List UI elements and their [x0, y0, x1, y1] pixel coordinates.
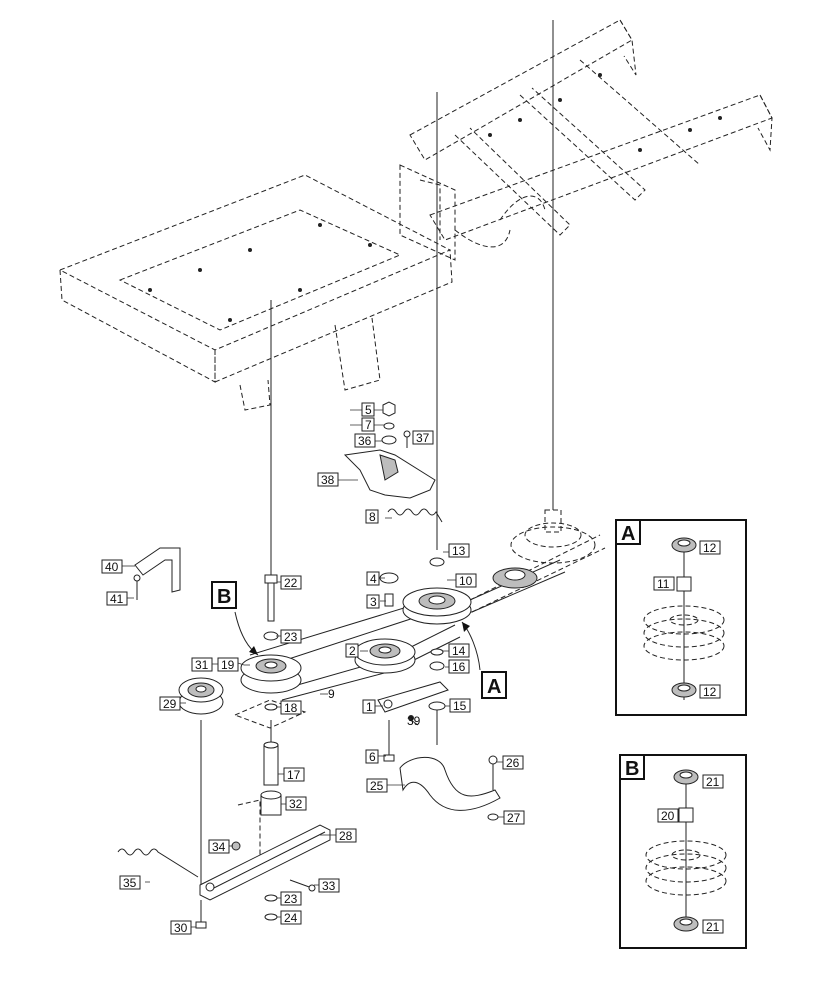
inset-b-title: B [625, 758, 639, 780]
bolt-26 [488, 755, 498, 790]
inset-a: A 12 11 12 [615, 519, 747, 716]
inset-a-middle-part: 11 [657, 577, 670, 591]
spring-35 [117, 848, 199, 878]
washer-23-bottom [264, 894, 278, 902]
callout-30: 30 [174, 921, 188, 935]
callout-34: 34 [212, 840, 226, 854]
inset-a-title: A [621, 523, 635, 545]
pulley-19 [240, 654, 302, 694]
callout-17: 17 [287, 768, 301, 782]
callout-4: 4 [370, 572, 377, 586]
bracket-40 [133, 547, 181, 600]
callout-27: 27 [507, 811, 521, 825]
svg-text:A: A [487, 676, 501, 698]
belt-guide-25 [399, 756, 501, 811]
callout-14: 14 [452, 644, 466, 658]
bolt-22 [264, 574, 278, 622]
callout-10: 10 [459, 574, 473, 588]
callout-38: 38 [321, 473, 335, 487]
callout-23-top: 23 [284, 630, 298, 644]
nut-34 [231, 841, 241, 851]
callout-32: 32 [289, 797, 303, 811]
shaft-17 [263, 741, 279, 786]
callout-15: 15 [453, 699, 467, 713]
callout-36: 36 [358, 434, 372, 448]
callout-1: 1 [366, 700, 373, 714]
inset-b: B 21 20 21 [619, 754, 747, 949]
idler-arm-28 [199, 824, 331, 901]
bolt-30 [195, 900, 207, 929]
callout-6: 6 [369, 750, 376, 764]
chassis-frame [58, 19, 773, 411]
callout-37: 37 [416, 431, 430, 445]
callout-25: 25 [370, 779, 384, 793]
callout-16: 16 [452, 660, 466, 674]
callout-8: 8 [369, 510, 376, 524]
callout-26: 26 [506, 756, 520, 770]
nut-27 [487, 813, 499, 821]
callout-labels: 5 7 36 37 38 8 13 4 3 10 2 14 16 1 15 39… [101, 402, 525, 935]
callout-2: 2 [349, 644, 356, 658]
callout-3: 3 [370, 595, 377, 609]
callout-13: 13 [452, 544, 466, 558]
callout-5: 5 [365, 403, 372, 417]
hardware-column-437 [379, 401, 446, 745]
idler-arm-1 [377, 681, 449, 713]
washer-24 [264, 913, 278, 921]
engine-pulley-top [510, 509, 596, 564]
bolt-6 [383, 720, 395, 762]
callout-23-bottom: 23 [284, 892, 298, 906]
callout-35: 35 [123, 876, 137, 890]
spacer-18 [233, 699, 307, 729]
callout-9: 9 [328, 687, 335, 701]
callout-28: 28 [339, 829, 353, 843]
inset-b-bottom-part: 21 [706, 920, 720, 934]
svg-text:B: B [217, 586, 231, 608]
inset-b-middle-part: 20 [661, 809, 675, 823]
callout-18: 18 [284, 701, 298, 715]
callout-33: 33 [322, 879, 336, 893]
inset-a-top-part: 12 [703, 541, 717, 555]
inset-b-top-part: 21 [706, 775, 720, 789]
detail-label-a: A [481, 671, 507, 699]
pulley-2 [354, 638, 416, 674]
pulley-10 [402, 587, 472, 625]
callout-41: 41 [110, 592, 124, 606]
callout-31: 31 [195, 658, 209, 672]
detail-label-b: B [211, 581, 237, 609]
callout-29: 29 [163, 697, 177, 711]
callout-7: 7 [365, 418, 372, 432]
callout-19: 19 [221, 658, 235, 672]
callout-39: 39 [407, 714, 421, 728]
spring-8 [387, 508, 443, 523]
callout-24: 24 [284, 911, 298, 925]
leader-lines [122, 409, 504, 928]
bolt-33 [289, 879, 316, 892]
pulley-29 [178, 677, 224, 715]
assembly-centerlines [200, 20, 554, 885]
callout-40: 40 [105, 560, 119, 574]
callout-22: 22 [284, 576, 298, 590]
fan-pulley [492, 567, 538, 589]
inset-a-bottom-part: 12 [703, 685, 717, 699]
collar-32 [237, 790, 282, 860]
washer-23-top [263, 631, 279, 641]
belt-guard-38 [343, 449, 436, 499]
